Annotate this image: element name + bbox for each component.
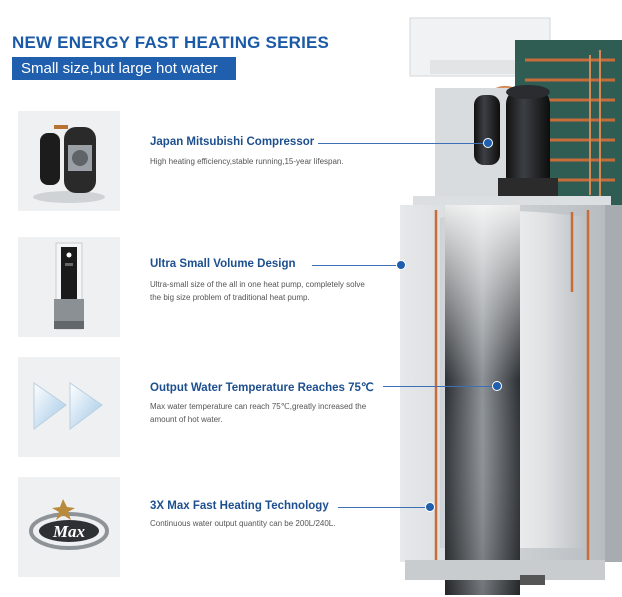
compressor-icon	[33, 125, 105, 203]
heat-pump-unit-icon	[54, 242, 84, 330]
leader-line	[312, 265, 400, 266]
callout-dot	[425, 502, 435, 512]
feature-desc-compressor: High heating efficiency,stable running,1…	[150, 157, 344, 166]
compressor-thumbnail	[18, 111, 120, 211]
feature-title-temperature: Output Water Temperature Reaches 75℃	[150, 382, 374, 394]
max-logo-icon: Max	[29, 499, 109, 550]
fast-forward-arrows-icon	[33, 382, 103, 430]
fast-forward-thumbnail	[18, 357, 120, 457]
page-title: NEW ENERGY FAST HEATING SERIES	[12, 33, 330, 52]
leader-line	[383, 386, 493, 387]
callout-dot	[483, 138, 493, 148]
heat-pump-thumbnail	[18, 237, 120, 337]
leader-line	[318, 143, 484, 144]
callout-dot	[396, 260, 406, 270]
feature-desc-max: Continuous water output quantity can be …	[150, 519, 336, 528]
leader-line	[338, 507, 428, 508]
callout-dot	[492, 381, 502, 391]
max-logo-text: Max	[52, 522, 86, 541]
feature-title-compressor: Japan Mitsubishi Compressor	[150, 136, 315, 148]
feature-title-max: 3X Max Fast Heating Technology	[150, 500, 329, 512]
feature-desc-temperature: Max water temperature can reach 75℃,grea…	[150, 402, 367, 424]
max-logo-thumbnail: Max	[18, 477, 120, 577]
feature-title-volume: Ultra Small Volume Design	[150, 258, 296, 270]
subtitle-banner: Small size,but large hot water	[12, 57, 236, 80]
feature-desc-volume: Ultra-small size of the all in one heat …	[150, 280, 365, 302]
heat-pump-product-image	[400, 17, 622, 595]
